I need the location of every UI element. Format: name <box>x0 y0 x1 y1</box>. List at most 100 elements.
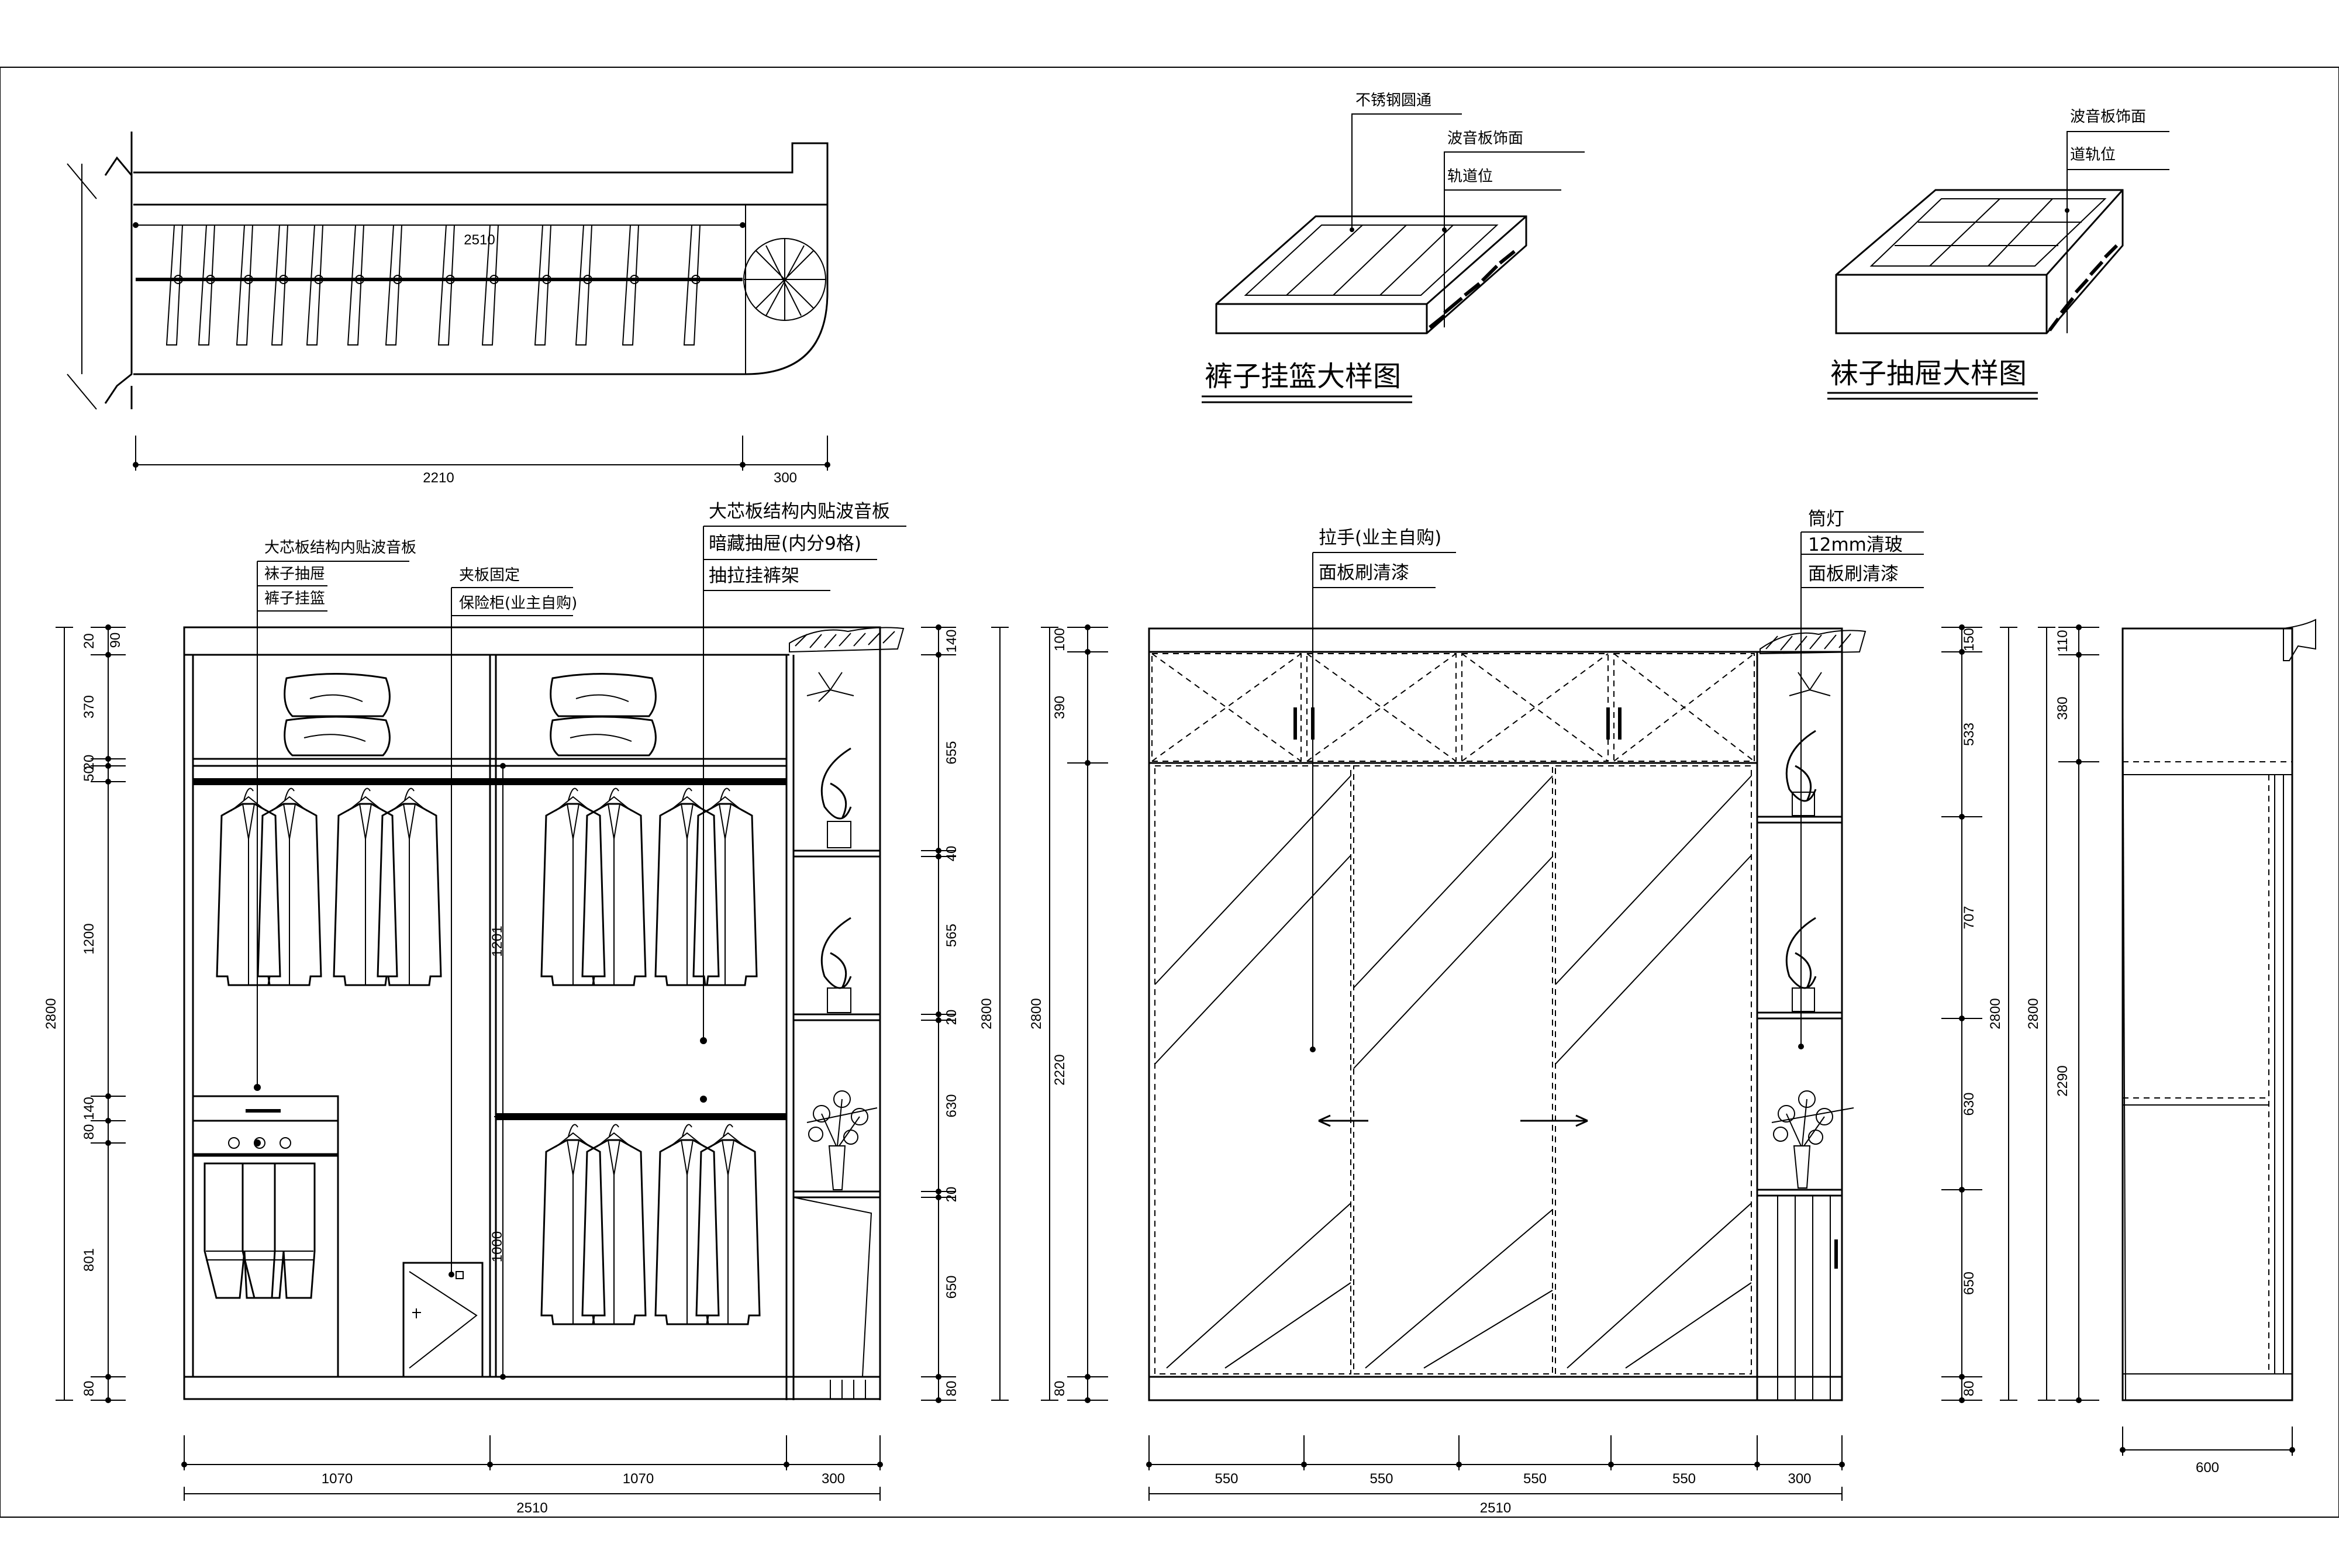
plan-outline <box>133 142 829 375</box>
jacket <box>654 1139 720 1325</box>
front-bottom-dims-label: 550 <box>1523 1471 1547 1487</box>
int-right-dims-label: 655 <box>944 741 960 764</box>
plan-hanger <box>683 225 701 346</box>
sock-drawer-title: 袜子抽屉大样图 <box>1830 357 2027 390</box>
jacket <box>257 803 322 986</box>
int-right-dims-label: 140 <box>944 629 960 652</box>
int-right-dims-label: 630 <box>944 1094 960 1117</box>
front-right-dims-label: 150 <box>1961 628 1977 651</box>
top-door-panel[interactable] <box>1306 653 1457 762</box>
int-left-dims-label: 140 <box>81 1097 97 1120</box>
int-label-top-2: 抽拉挂裤架 <box>709 565 799 586</box>
front-sculpture-lower <box>1785 917 1817 1012</box>
plan-hanger <box>236 225 254 346</box>
plan-dim-2210: 2210 <box>423 470 454 486</box>
int-right-dims-label: 80 <box>944 1381 960 1397</box>
int-sock-drawer <box>192 1095 339 1122</box>
plan-hanger <box>306 225 324 346</box>
top-door-panel[interactable] <box>1151 653 1302 762</box>
pants-basket-detail: 不锈钢圆通 波音板饰面 轨道位 裤子挂篮大样图 <box>1202 92 1585 403</box>
int-niche-lamp <box>806 672 854 702</box>
jacket <box>692 803 758 986</box>
jacket <box>654 803 720 986</box>
int-label-mid-0: 夹板固定 <box>459 567 520 584</box>
top-door-panel[interactable] <box>1461 653 1609 762</box>
plan-hanger <box>347 225 365 346</box>
int-flower-vase <box>806 1090 878 1190</box>
plan-hanger <box>271 225 289 346</box>
front-label-right-0: 筒灯 <box>1808 509 1844 530</box>
front-left-dims-label: 2220 <box>1052 1054 1068 1085</box>
int-quilt-right <box>550 673 657 757</box>
jacket <box>216 803 281 986</box>
int-label-left-1: 袜子抽屉 <box>264 565 325 583</box>
int-hanging-pants <box>203 1162 316 1299</box>
front-elevation: 拉手(业主自购) 面板刷清漆 筒灯 12mm清玻 面板刷清漆 100390222… <box>1029 509 2017 1516</box>
int-sculpture-lower <box>820 917 852 1013</box>
front-flower-vase <box>1771 1090 1854 1189</box>
sock-drawer-detail: 波音板饰面 道轨位 袜子抽屉大样图 <box>1827 108 2169 400</box>
plan-view: 2510 2210 300 <box>67 132 830 486</box>
sliding-door[interactable] <box>1555 765 1752 1374</box>
jacket <box>540 1139 606 1325</box>
int-hanging-clothes <box>216 788 761 1325</box>
int-right-dims-label: 40 <box>944 846 960 862</box>
sliding-door[interactable] <box>1353 765 1553 1374</box>
int-left-dims-label: 80 <box>81 1381 97 1397</box>
int-left-dims-label: 20 <box>81 633 97 649</box>
int-right-dims-label: 20 <box>944 1010 960 1025</box>
front-left-dims-label: 390 <box>1052 696 1068 719</box>
int-left-dims-label: 50 <box>81 766 97 782</box>
int-left-dims-label: 801 <box>81 1248 97 1272</box>
top-door-panel[interactable] <box>1613 653 1755 762</box>
jacket <box>377 803 442 986</box>
interior-elevation: 大芯板结构内贴波音板 袜子抽屉 裤子挂篮 夹板固定 保险柜(业主自购) 大芯板结… <box>43 501 1009 1516</box>
front-left-dims-total: 2800 <box>1029 998 1044 1029</box>
pants-basket-label-0: 不锈钢圆通 <box>1355 92 1431 109</box>
int-right-dims-total: 2800 <box>979 998 995 1029</box>
front-right-dims-label: 80 <box>1961 1381 1977 1397</box>
front-top-doors <box>1151 653 1755 762</box>
front-sculpture-upper <box>1785 730 1817 816</box>
plan-wall-break <box>104 132 133 409</box>
front-bottom-dims-label: 300 <box>1788 1471 1811 1487</box>
int-quilt-left <box>284 673 391 757</box>
side-left-dims-label: 110 <box>2055 630 2071 652</box>
front-right-dims-label: 650 <box>1961 1272 1977 1295</box>
int-cabinet-outline <box>183 626 881 1400</box>
jacket <box>540 803 606 986</box>
sock-drawer-label-1: 道轨位 <box>2070 146 2116 164</box>
int-left-dims-label: 80 <box>81 1124 97 1140</box>
int-left-dims-total: 2800 <box>43 998 59 1029</box>
plan-hanger <box>575 225 593 346</box>
front-bottom-dims-total: 2510 <box>1480 1500 1511 1516</box>
pants-basket-label-1: 波音板饰面 <box>1447 130 1523 147</box>
front-right-dims-label: 707 <box>1961 906 1977 929</box>
int-bottom-dims-label: 1070 <box>322 1471 353 1487</box>
sliding-door[interactable] <box>1154 765 1351 1374</box>
plan-dim-300: 300 <box>774 470 797 486</box>
plan-hanger <box>622 225 640 346</box>
int-left-dim-90: 90 <box>108 633 123 648</box>
front-arrow-left <box>1318 1114 1368 1127</box>
plan-top-dim: 2510 <box>464 232 495 248</box>
front-cornice <box>1760 630 1867 655</box>
front-sliding-doors <box>1154 765 1752 1374</box>
int-mid-dims-label: 1201 <box>489 925 505 956</box>
jacket <box>581 803 647 986</box>
int-left-dims-label: 370 <box>81 695 97 719</box>
pants-basket-label-2: 轨道位 <box>1447 168 1493 185</box>
front-right-dims-total: 2800 <box>1988 998 2003 1029</box>
front-right-dims-label: 630 <box>1961 1092 1977 1115</box>
int-mid-dims-label: 1000 <box>489 1231 505 1262</box>
int-right-dims-label: 20 <box>944 1187 960 1203</box>
front-outline <box>1148 627 1843 1401</box>
side-left-dims-label: 2290 <box>2055 1065 2071 1096</box>
